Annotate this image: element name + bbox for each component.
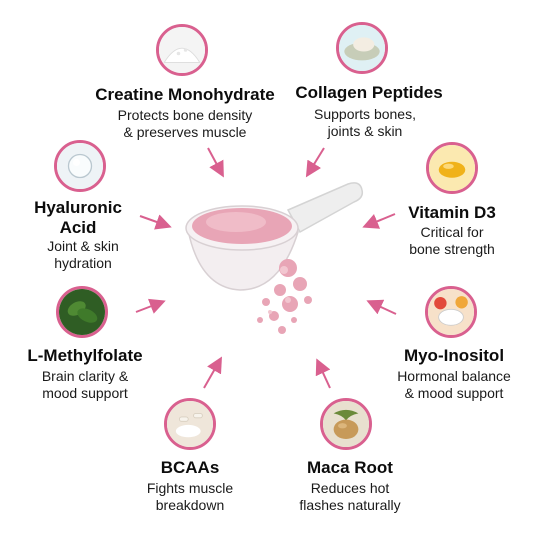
creatine-desc: Protects bone density & preserves muscle [95,107,275,141]
maca-title: Maca Root [307,458,393,477]
creatine-desc-line1: Protects bone density [117,107,253,123]
fish-skin-icon [339,25,385,71]
methylfolate-title: L-Methylfolate [27,346,143,365]
bcaas-desc-line1: Fights muscle [146,480,234,496]
bcaas-desc-line2: breakdown [155,497,225,513]
creatine-title: Creatine Monohydrate [95,85,275,104]
myo-thumbnail [425,286,477,338]
hyaluronic-desc: Joint & skin hydration [28,238,138,272]
maca-thumbnail [320,398,372,450]
maca-desc: Reduces hot flashes naturally [280,480,420,514]
collagen-thumbnail [336,22,388,74]
hyaluronic-desc-line2: hydration [54,255,112,271]
methylfolate-thumbnail [56,286,108,338]
fruit-bowl-icon [428,289,474,335]
collagen-desc: Supports bones, joints & skin [300,106,430,140]
methylfolate-desc: Brain clarity & mood support [20,368,150,402]
hyaluronic-title-line2: Acid [59,218,97,237]
collagen-desc-line2: joints & skin [327,123,403,139]
creatine-desc-line2: & preserves muscle [123,124,247,140]
hyaluronic-title-line1: Hyaluronic [34,198,122,217]
softgel-capsule-icon [429,145,475,191]
hyaluronic-thumbnail [54,140,106,192]
powder-pile-icon [159,27,205,73]
maca-root-icon [323,401,369,447]
arrow-myo [366,299,397,315]
supplement-powder-icon [167,401,213,447]
maca-desc-line2: flashes naturally [299,497,401,513]
bcaas-thumbnail [164,398,216,450]
creatine-thumbnail [156,24,208,76]
maca-desc-line1: Reduces hot [310,480,390,496]
vitamin-thumbnail [426,142,478,194]
vitamin-title: Vitamin D3 [408,203,496,222]
methylfolate-desc-line1: Brain clarity & [41,368,129,384]
vitamin-desc: Critical for bone strength [396,224,508,258]
vitamin-desc-line1: Critical for [420,224,484,240]
hyaluronic-desc-line1: Joint & skin [47,238,119,254]
myo-desc-line1: Hormonal balance [397,368,511,384]
arrow-vitamin [362,213,396,229]
serum-drop-icon [57,143,103,189]
myo-title: Myo-Inositol [403,346,505,365]
spinach-leaves-icon [59,289,105,335]
bcaas-title: BCAAs [160,458,220,477]
arrow-methylfolate [135,298,166,314]
methylfolate-desc-line2: mood support [42,385,128,401]
myo-desc-line2: & mood support [404,385,504,401]
vitamin-desc-line2: bone strength [409,241,495,257]
myo-desc: Hormonal balance & mood support [382,368,526,402]
collagen-desc-line1: Supports bones, [314,106,416,122]
hyaluronic-title: Hyaluronic Acid [30,198,126,238]
collagen-title: Collagen Peptides [295,83,443,102]
arrow-hyaluronic [139,214,172,230]
bcaas-desc: Fights muscle breakdown [130,480,250,514]
powder-scoop-illustration [185,182,364,334]
